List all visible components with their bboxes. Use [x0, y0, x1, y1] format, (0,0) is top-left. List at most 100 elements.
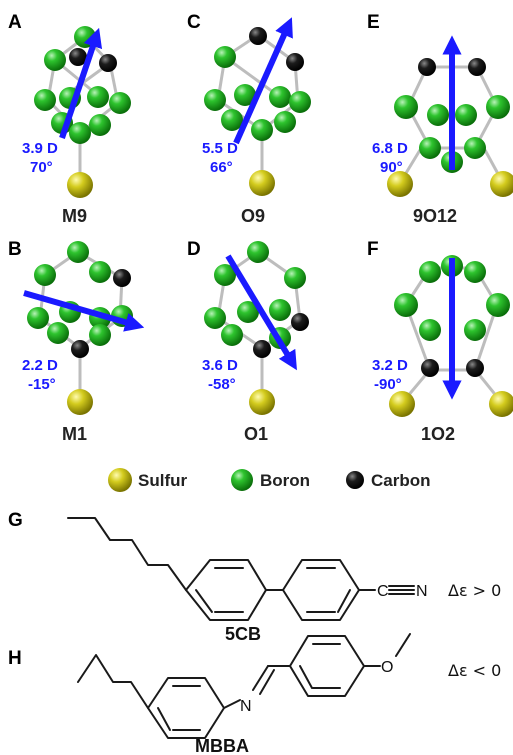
panel-letter: A — [8, 12, 22, 33]
boron-atom — [419, 319, 441, 341]
boron-atom — [89, 114, 111, 136]
dipole-angle: -15° — [28, 376, 56, 393]
boron-atom — [204, 89, 226, 111]
boron-atom — [34, 264, 56, 286]
legend-carbon-label: Carbon — [371, 471, 431, 490]
dipole-angle: 66° — [210, 159, 233, 176]
boron-swatch — [231, 469, 253, 491]
boron-atom — [284, 267, 306, 289]
boron-atom — [247, 241, 269, 263]
panel-c: C 5.5 D 66° O9 — [187, 12, 311, 226]
dipole-arrow — [233, 17, 293, 145]
dipole-arrow — [225, 254, 297, 371]
panel-d: D 3.6 D -58° O1 — [187, 239, 309, 444]
carbon-atom — [99, 54, 117, 72]
panel-e: E 6.8 D 90° 9O12 — [367, 12, 513, 226]
panel-f: F 3.2 D -90° 1O2 — [367, 239, 513, 444]
boron-atom — [251, 119, 273, 141]
boron-atom — [394, 95, 418, 119]
carbon-atom — [286, 53, 304, 71]
carbon-atom — [468, 58, 486, 76]
panel-letter: F — [367, 239, 379, 260]
molecule-name: 1O2 — [421, 424, 455, 444]
boron-atom — [419, 137, 441, 159]
panel-a: A 3.9 D 70° M9 — [8, 12, 131, 226]
boron-atom — [427, 104, 449, 126]
panel-g: G C N 5CB Δε > 0 — [8, 510, 501, 644]
dipole-arrow — [59, 27, 103, 139]
boron-atom — [455, 104, 477, 126]
boron-atom — [89, 324, 111, 346]
5cb-skeleton — [67, 517, 415, 621]
boron-atom — [109, 92, 131, 114]
boron-atom — [67, 241, 89, 263]
carbon-atom — [418, 58, 436, 76]
panel-letter: E — [367, 12, 380, 33]
boron-atom — [269, 86, 291, 108]
boron-atom — [47, 322, 69, 344]
boron-atom — [394, 293, 418, 317]
dipole-angle: -58° — [208, 376, 236, 393]
carbon-atom — [71, 340, 89, 358]
legend-boron-label: Boron — [260, 471, 310, 490]
boron-atom — [221, 324, 243, 346]
sulfur-atom — [249, 170, 275, 196]
dipole-arrow — [23, 290, 145, 332]
boron-atom — [69, 122, 91, 144]
boron-atom — [419, 261, 441, 283]
panel-h: H N O MBBA Δε < 0 — [8, 633, 501, 755]
boron-atom — [234, 84, 256, 106]
panel-letter: H — [8, 648, 22, 669]
sulfur-swatch — [108, 468, 132, 492]
molecule-name: O9 — [241, 206, 265, 226]
dipole-value: 3.2 D — [372, 357, 408, 374]
panel-letter: C — [187, 12, 201, 33]
atom-legend: Sulfur Boron Carbon — [108, 468, 431, 492]
boron-atom — [464, 137, 486, 159]
nitrile-carbon-label: C — [377, 583, 389, 600]
molecule-name: M1 — [62, 424, 87, 444]
molecule-name: 5CB — [225, 624, 261, 644]
panel-letter: D — [187, 239, 201, 260]
boron-atom — [27, 307, 49, 329]
panel-b: B 2.2 D -15° M1 — [8, 239, 145, 444]
legend-sulfur-label: Sulfur — [138, 471, 187, 490]
carbon-atom — [421, 359, 439, 377]
boron-atom — [44, 49, 66, 71]
carbon-swatch — [346, 471, 364, 489]
boron-atom — [464, 319, 486, 341]
dielectric-anisotropy: Δε > 0 — [448, 581, 501, 600]
boron-atom — [464, 261, 486, 283]
carbon-atom — [69, 48, 87, 66]
boron-atom — [214, 46, 236, 68]
sulfur-atom — [389, 391, 415, 417]
boron-atom — [221, 109, 243, 131]
boron-atom — [289, 91, 311, 113]
carbon-atom — [113, 269, 131, 287]
carbon-atom — [291, 313, 309, 331]
molecule-name: O1 — [244, 424, 268, 444]
dipole-value: 3.9 D — [22, 140, 58, 157]
sulfur-atom — [67, 172, 93, 198]
molecule-name: MBBA — [195, 736, 249, 755]
dipole-angle: 70° — [30, 159, 53, 176]
boron-atom — [89, 261, 111, 283]
boron-atom — [237, 301, 259, 323]
nitrile-nitrogen-label: N — [416, 583, 428, 600]
panel-letter: B — [8, 239, 22, 260]
sulfur-atom — [67, 389, 93, 415]
boron-atom — [486, 95, 510, 119]
dielectric-anisotropy: Δε < 0 — [448, 661, 501, 680]
boron-atom — [34, 89, 56, 111]
boron-atom — [269, 299, 291, 321]
dipole-value: 6.8 D — [372, 140, 408, 157]
dipole-value: 5.5 D — [202, 140, 238, 157]
ether-oxygen-label: O — [381, 659, 393, 676]
dipole-value: 3.6 D — [202, 357, 238, 374]
boron-atom — [204, 307, 226, 329]
boron-atom — [87, 86, 109, 108]
dipole-value: 2.2 D — [22, 357, 58, 374]
imine-nitrogen-label: N — [240, 698, 252, 715]
carbon-atom — [466, 359, 484, 377]
